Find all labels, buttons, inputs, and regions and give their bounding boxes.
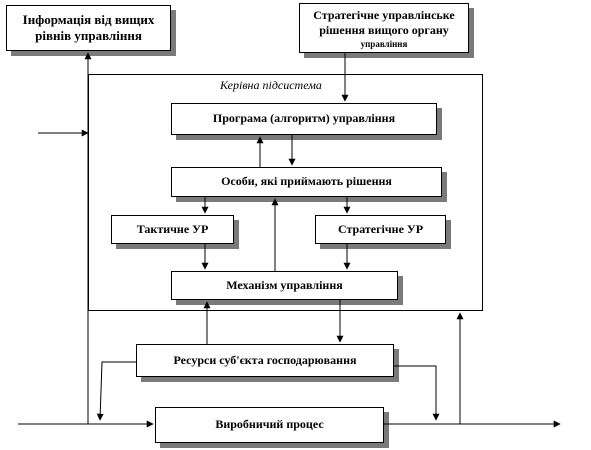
decision-makers-label: Особи, які приймають рішення — [221, 174, 392, 189]
strategic-decision-line2: рішення вищого органу — [319, 22, 449, 37]
resources-to-input-arrow — [96, 361, 136, 421]
resources-label: Ресурси суб'єкта господарювання — [173, 352, 357, 367]
resources-box: Ресурси суб'єкта господарювання — [136, 344, 394, 377]
higher-levels-info-box: Інформація від вищих рівнів управління — [6, 5, 171, 51]
higher-levels-info-line2: рівнів управління — [35, 28, 142, 43]
resources-to-output-arrow — [394, 365, 440, 421]
tactical-decision-label: Тактичне УР — [136, 221, 209, 236]
strategic-decision-line1: Стратегічне управлінське — [313, 8, 455, 23]
production-process-box: Виробничий процес — [155, 407, 384, 443]
production-process-label: Виробничий процес — [215, 417, 324, 432]
program-box: Програма (алгоритм) управління — [171, 103, 437, 135]
strategic-decision-line3: управління — [360, 38, 408, 49]
tactical-decision-box: Тактичне УР — [111, 215, 234, 244]
decision-makers-box: Особи, які приймають рішення — [171, 167, 442, 197]
management-mechanism-label: Механізм управління — [226, 277, 343, 292]
strategic-decision-ur-box: Стратегічне УР — [315, 215, 446, 244]
management-mechanism-box: Механізм управління — [171, 271, 398, 300]
higher-levels-info-line1: Інформація від вищих — [22, 12, 155, 28]
strategic-decision-ur-label: Стратегічне УР — [337, 221, 424, 236]
control-subsystem-label: Керівна підсистема — [218, 78, 324, 93]
program-label: Програма (алгоритм) управління — [212, 111, 396, 126]
strategic-decision-box: Стратегічне управлінське рішення вищого … — [299, 3, 469, 53]
